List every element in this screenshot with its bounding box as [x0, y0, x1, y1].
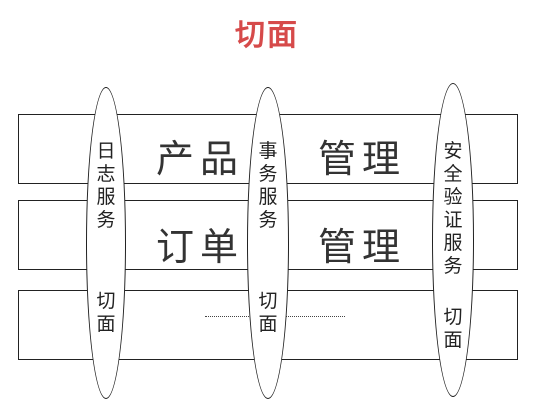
vertical-char: 务 [258, 163, 278, 185]
vertical-char: 安 [443, 140, 463, 162]
band-product-left-text: 产品 [156, 137, 245, 181]
aspect-transaction-name-chars: 事务服务 [253, 140, 283, 232]
aspect-logging [86, 87, 126, 399]
vertical-char: 事 [258, 140, 278, 162]
band-order-right-text: 管理 [318, 225, 407, 269]
band-order-left-text: 订单 [156, 225, 245, 269]
vertical-char: 全 [443, 163, 463, 185]
aspect-security-label-chars: 切面 [438, 306, 468, 352]
vertical-char: 服 [96, 186, 116, 208]
vertical-char: 服 [443, 232, 463, 254]
aspect-transaction-label: 切面 [253, 290, 283, 336]
vertical-char: 志 [96, 163, 116, 185]
vertical-char: 面 [96, 313, 116, 335]
band-product-right-text: 管理 [318, 137, 407, 181]
band-more-dots-left [205, 316, 255, 317]
aspect-logging-name: 日志服务 [91, 140, 121, 232]
aspect-logging-name-chars: 日志服务 [91, 140, 121, 232]
band-more-dots-right [285, 316, 345, 317]
aspect-transaction [247, 87, 289, 399]
aspect-security-label: 切面 [438, 306, 468, 352]
aspect-security [432, 83, 474, 397]
aspect-transaction-name: 事务服务 [253, 140, 283, 232]
diagram-title: 切面 [235, 18, 299, 53]
aspect-logging-label: 切面 [91, 290, 121, 336]
vertical-char: 务 [443, 255, 463, 277]
aspect-logging-label-chars: 切面 [91, 290, 121, 336]
vertical-char: 验 [443, 186, 463, 208]
vertical-char: 务 [96, 209, 116, 231]
vertical-char: 务 [258, 209, 278, 231]
aspect-security-name-chars: 安全验证服务 [438, 140, 468, 278]
vertical-char: 面 [443, 329, 463, 351]
vertical-char: 切 [96, 290, 116, 312]
vertical-char: 切 [258, 290, 278, 312]
vertical-char: 服 [258, 186, 278, 208]
aspect-security-name: 安全验证服务 [438, 140, 468, 278]
vertical-char: 面 [258, 313, 278, 335]
vertical-char: 证 [443, 209, 463, 231]
aspect-transaction-label-chars: 切面 [253, 290, 283, 336]
vertical-char: 日 [96, 140, 116, 162]
vertical-char: 切 [443, 306, 463, 328]
